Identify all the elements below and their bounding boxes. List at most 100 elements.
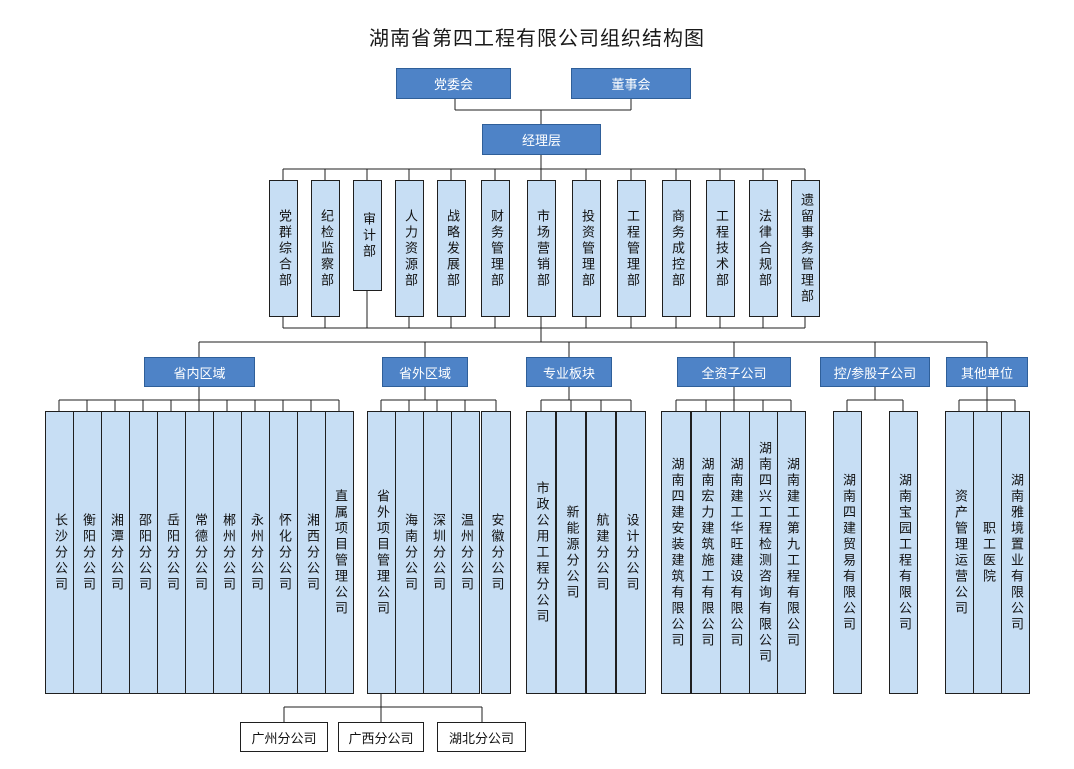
unit-box: 资产管理运营公司: [945, 411, 974, 694]
unit-label: 直属项目管理公司: [332, 488, 347, 617]
unit-box: 湖南建工华旺建设有限公司: [720, 411, 750, 694]
dept-label: 党群综合部: [276, 208, 291, 289]
unit-box: 新能源分公司: [556, 411, 586, 694]
unit-box: 岳阳分公司: [157, 411, 186, 694]
section-header: 全资子公司: [677, 357, 791, 387]
unit-label: 海南分公司: [402, 512, 417, 593]
unit-label: 郴州分公司: [220, 512, 235, 593]
section-header: 专业板块: [526, 357, 612, 387]
unit-box: 航建分公司: [586, 411, 616, 694]
unit-label: 湖南建工第九工程有限公司: [784, 456, 799, 649]
unit-box: 衡阳分公司: [73, 411, 102, 694]
dept-box: 遗留事务管理部: [791, 180, 820, 317]
dept-label: 市场营销部: [534, 208, 549, 289]
unit-label: 湖南四兴工程检测咨询有限公司: [756, 440, 771, 665]
dept-label: 遗留事务管理部: [798, 192, 813, 305]
unit-label: 怀化分公司: [276, 512, 291, 593]
unit-label: 新能源分公司: [563, 504, 579, 601]
dept-box: 纪检监察部: [311, 180, 340, 317]
unit-label: 湖南雅境置业有限公司: [1008, 472, 1023, 633]
unit-box: 长沙分公司: [45, 411, 74, 694]
dept-box: 工程管理部: [617, 180, 646, 317]
branch-box: 湖北分公司: [437, 722, 526, 752]
unit-label: 湖南四建安装建筑有限公司: [668, 456, 684, 649]
unit-box: 湖南四建安装建筑有限公司: [661, 411, 691, 694]
unit-box: 温州分公司: [451, 411, 480, 694]
dept-label: 工程技术部: [713, 208, 728, 289]
section-header: 控/参股子公司: [820, 357, 930, 387]
unit-label: 市政公用工程分公司: [533, 480, 549, 625]
dept-label: 人力资源部: [402, 208, 417, 289]
unit-label: 湖南宏力建筑施工有限公司: [698, 456, 714, 649]
branch-box: 广州分公司: [240, 722, 328, 752]
unit-label: 湖南宝园工程有限公司: [896, 472, 911, 633]
dept-label: 工程管理部: [624, 208, 639, 289]
unit-label: 永州分公司: [248, 512, 263, 593]
unit-label: 深圳分公司: [430, 512, 445, 593]
dept-box: 战略发展部: [437, 180, 466, 317]
branch-box: 广西分公司: [338, 722, 424, 752]
dept-label: 审计部: [360, 211, 375, 260]
dept-label: 纪检监察部: [318, 208, 333, 289]
unit-label: 湖南四建贸易有限公司: [840, 472, 855, 633]
chart-title: 湖南省第四工程有限公司组织结构图: [369, 26, 705, 50]
dept-label: 商务成控部: [669, 208, 684, 289]
unit-box: 省外项目管理公司: [367, 411, 396, 694]
unit-box: 设计分公司: [616, 411, 646, 694]
dept-label: 投资管理部: [579, 208, 594, 289]
unit-box: 市政公用工程分公司: [526, 411, 556, 694]
unit-label: 资产管理运营公司: [952, 488, 967, 617]
dept-box: 投资管理部: [572, 180, 601, 317]
unit-box: 怀化分公司: [269, 411, 298, 694]
unit-box: 直属项目管理公司: [325, 411, 354, 694]
unit-box: 湘潭分公司: [101, 411, 130, 694]
unit-box: 湖南宝园工程有限公司: [889, 411, 918, 694]
unit-box: 湖南四建贸易有限公司: [833, 411, 862, 694]
unit-box: 郴州分公司: [213, 411, 242, 694]
dept-box: 市场营销部: [527, 180, 556, 317]
unit-label: 邵阳分公司: [136, 512, 151, 593]
board-box: 董事会: [571, 68, 691, 99]
unit-label: 职工医院: [980, 520, 995, 585]
dept-label: 财务管理部: [488, 208, 503, 289]
unit-box: 职工医院: [973, 411, 1002, 694]
dept-box: 工程技术部: [706, 180, 735, 317]
unit-label: 常德分公司: [192, 512, 207, 593]
unit-box: 深圳分公司: [423, 411, 452, 694]
unit-label: 长沙分公司: [52, 512, 67, 593]
unit-box: 永州分公司: [241, 411, 270, 694]
unit-label: 航建分公司: [593, 512, 609, 593]
unit-label: 湘潭分公司: [108, 512, 123, 593]
dept-box: 审计部: [353, 180, 382, 291]
section-header: 省内区域: [144, 357, 255, 387]
unit-box: 湘西分公司: [297, 411, 326, 694]
unit-box: 常德分公司: [185, 411, 214, 694]
dept-label: 法律合规部: [756, 208, 771, 289]
unit-box: 湖南四兴工程检测咨询有限公司: [749, 411, 778, 694]
unit-label: 省外项目管理公司: [374, 488, 389, 617]
section-header: 其他单位: [946, 357, 1028, 387]
unit-label: 岳阳分公司: [164, 512, 179, 593]
dept-box: 人力资源部: [395, 180, 424, 317]
manager-box: 经理层: [482, 124, 601, 155]
party-committee-box: 党委会: [396, 68, 511, 99]
unit-label: 安徽分公司: [488, 512, 504, 593]
section-header: 省外区域: [382, 357, 468, 387]
unit-label: 湖南建工华旺建设有限公司: [727, 456, 743, 649]
dept-box: 法律合规部: [749, 180, 778, 317]
unit-label: 湘西分公司: [304, 512, 319, 593]
dept-box: 党群综合部: [269, 180, 298, 317]
unit-label: 温州分公司: [458, 512, 473, 593]
unit-label: 衡阳分公司: [80, 512, 95, 593]
unit-label: 设计分公司: [623, 512, 639, 593]
unit-box: 湖南宏力建筑施工有限公司: [691, 411, 721, 694]
dept-box: 财务管理部: [481, 180, 510, 317]
dept-label: 战略发展部: [444, 208, 459, 289]
unit-box: 安徽分公司: [481, 411, 511, 694]
unit-box: 邵阳分公司: [129, 411, 158, 694]
unit-box: 海南分公司: [395, 411, 424, 694]
dept-box: 商务成控部: [662, 180, 691, 317]
unit-box: 湖南雅境置业有限公司: [1001, 411, 1030, 694]
unit-box: 湖南建工第九工程有限公司: [777, 411, 806, 694]
